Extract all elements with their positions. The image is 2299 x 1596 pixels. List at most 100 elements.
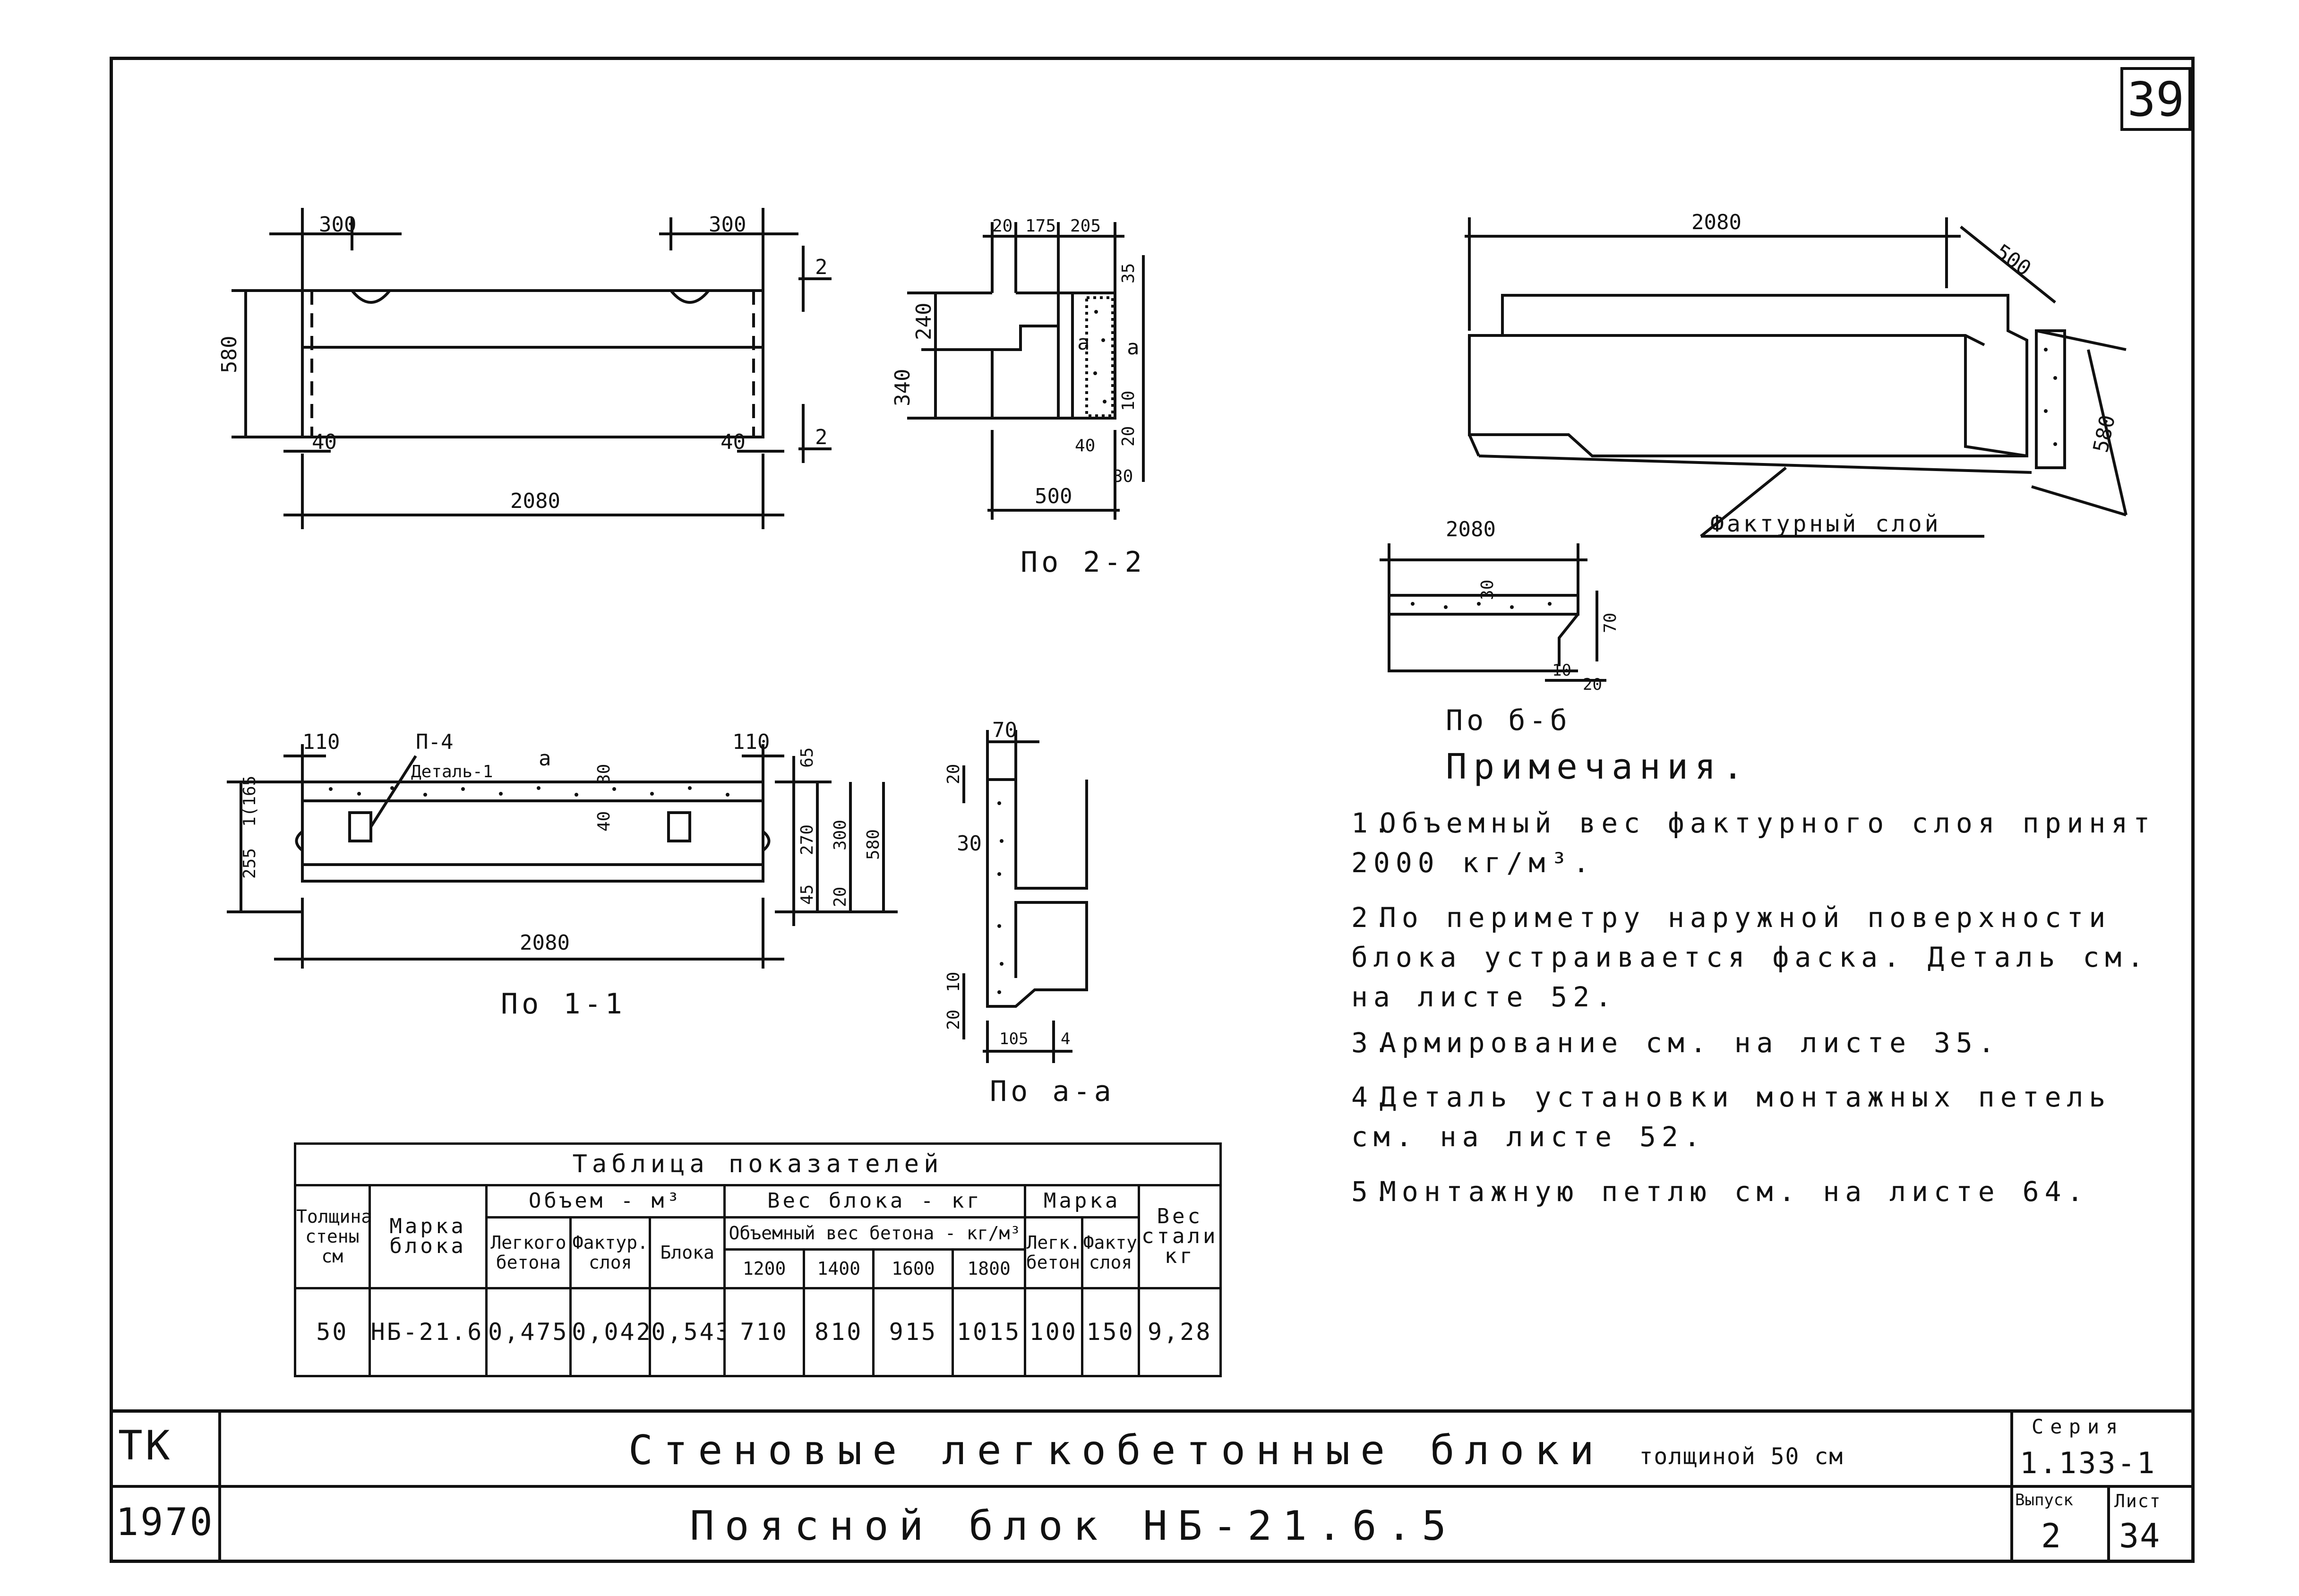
cell-w1400: 810: [803, 1287, 875, 1378]
note-3: 3.Армирование см. на листе 35.: [1351, 1023, 2164, 1063]
mark-22-a2: а: [1127, 335, 1140, 360]
dim-22-20b: 20: [1119, 426, 1138, 446]
note-number: 4.: [1351, 1081, 1396, 1113]
doc-title-suffix: толщиной 50 см: [1639, 1443, 1844, 1470]
th-block: Блока: [649, 1216, 726, 1289]
mark-11-a1: а: [539, 747, 551, 771]
note-text: По периметру наружной поверхности блока …: [1351, 901, 2150, 1013]
dim-iso-500: 500: [1991, 240, 2035, 281]
isometric-view: [1465, 217, 2127, 538]
dim-bb-20: 20: [1583, 675, 1602, 694]
note-2: 2.По периметру наружной поверхности блок…: [1351, 898, 2164, 1017]
dim-11-20: 20: [831, 887, 850, 907]
dim-11-580: 580: [864, 829, 883, 860]
cell-mark-light: 100: [1023, 1287, 1083, 1378]
note-text: Деталь установки монтажных петель см. на…: [1351, 1081, 2111, 1153]
dim-front-300-left: 300: [319, 213, 356, 237]
issue-value: 2: [2041, 1517, 2061, 1555]
facing-layer-hatch: [329, 310, 2057, 994]
cell-w1200: 710: [723, 1287, 806, 1378]
dim-iso-2080: 2080: [1691, 210, 1741, 234]
note-number: 3.: [1351, 1027, 1396, 1059]
note-text: Монтажную петлю см. на листе 64.: [1380, 1176, 2089, 1208]
th-block-mark: Марка блока: [368, 1184, 488, 1289]
dim-22-10: 10: [1119, 391, 1138, 411]
dim-bb-30: 30: [1478, 580, 1497, 600]
cell-w1800: 1015: [952, 1287, 1026, 1378]
dim-aa-105: 105: [999, 1030, 1028, 1048]
th-wall-thickness: Толщина стены см: [294, 1184, 371, 1289]
title-block-top-border: [110, 1409, 2195, 1413]
indicators-table: Таблица показателей Толщина стены см Мар…: [294, 1142, 1222, 1378]
dim-front-2080: 2080: [510, 489, 560, 513]
dim-22-205: 205: [1070, 216, 1101, 236]
cell-mark: НБ-21.6.5: [368, 1287, 488, 1378]
org-code: ТК: [118, 1422, 173, 1469]
dim-11-300: 300: [831, 820, 850, 850]
dim-front-40-left: 40: [312, 430, 337, 454]
th-w1400: 1400: [803, 1248, 875, 1289]
series-label: Серия: [2032, 1415, 2125, 1438]
th-mark-light: Легк. бетона: [1023, 1216, 1083, 1289]
dim-11-110-left: 110: [302, 730, 340, 754]
dim-11-65: 65: [798, 747, 817, 768]
note-text: Объемный вес фактурного слоя принят 2000…: [1351, 807, 2156, 879]
cell-vol-block: 0,543: [649, 1287, 726, 1378]
th-mark-facing: Фактур. слоя: [1081, 1216, 1141, 1289]
sheet-label: Лист: [2114, 1491, 2162, 1511]
series-value: 1.133-1: [2020, 1446, 2157, 1480]
issue-label: Выпуск: [2015, 1491, 2073, 1510]
note-number: 5.: [1351, 1176, 1396, 1208]
section-mark-bottom: 2: [815, 425, 828, 449]
th-volume: Объем - м³: [485, 1184, 726, 1218]
title-block-right-divider: [2010, 1409, 2013, 1563]
title-block-mid-border: [110, 1485, 2195, 1488]
th-w1600: 1600: [872, 1248, 954, 1289]
dim-11-270: 270: [798, 824, 817, 855]
dim-11-2080: 2080: [520, 931, 570, 955]
th-w1800: 1800: [952, 1248, 1026, 1289]
dim-aa-70: 70: [992, 718, 1017, 742]
th-mark: Марка: [1023, 1184, 1141, 1218]
cell-vol-facing: 0,042: [569, 1287, 652, 1378]
mark-22-a1: а: [1077, 331, 1090, 355]
th-facing-layer: Фактур. слоя: [569, 1216, 652, 1289]
dim-22-35: 35: [1119, 263, 1138, 283]
sheet-number: 39: [2120, 67, 2191, 131]
section-b-b: [1380, 543, 1606, 682]
caption-section-a-a: По а-а: [990, 1075, 1115, 1108]
caption-section-b-b: По б-б: [1446, 704, 1571, 737]
th-bulk-weight: Объемный вес бетона - кг/м³: [723, 1216, 1026, 1251]
dim-11-110-right: 110: [732, 730, 770, 754]
dim-aa-10: 10: [944, 972, 963, 992]
dim-22-240: 240: [912, 303, 936, 340]
dim-aa-20b: 20: [944, 1010, 963, 1030]
doc-subtitle: Поясной блок НБ-21.6.5: [690, 1502, 1457, 1550]
section-mark-top: 2: [815, 255, 828, 279]
dim-22-500: 500: [1035, 484, 1072, 508]
dim-22-20: 20: [992, 216, 1012, 236]
dim-aa-30: 30: [957, 832, 982, 856]
th-steel-weight: Вес стали кг: [1138, 1184, 1222, 1289]
note-number: 1.: [1351, 807, 1396, 839]
dim-front-580: 580: [217, 336, 241, 373]
dim-22-340: 340: [891, 369, 915, 406]
label-11-detail: Деталь-1: [411, 762, 493, 781]
note-5: 5.Монтажную петлю см. на листе 64.: [1351, 1172, 2164, 1211]
dim-22-30: 30: [1113, 467, 1133, 486]
cell-mark-facing: 150: [1081, 1287, 1141, 1378]
dim-aa-4: 4: [1061, 1030, 1070, 1048]
dim-11-40: 40: [594, 811, 614, 832]
cell-thickness: 50: [294, 1287, 371, 1378]
dim-11-45: 45: [798, 884, 817, 905]
dim-bb-70: 70: [1601, 613, 1620, 633]
front-view: [232, 208, 832, 529]
notes-title: Примечания.: [1446, 747, 1750, 787]
title-block-sheet-divider: [2107, 1488, 2110, 1563]
drawing-frame: [110, 57, 2195, 1563]
dim-front-300-right: 300: [709, 213, 746, 237]
dim-bb-2080: 2080: [1446, 517, 1496, 541]
doc-title-main: Стеновые легкобетонные блоки: [628, 1427, 1604, 1474]
note-text: Армирование см. на листе 35.: [1380, 1027, 2000, 1059]
